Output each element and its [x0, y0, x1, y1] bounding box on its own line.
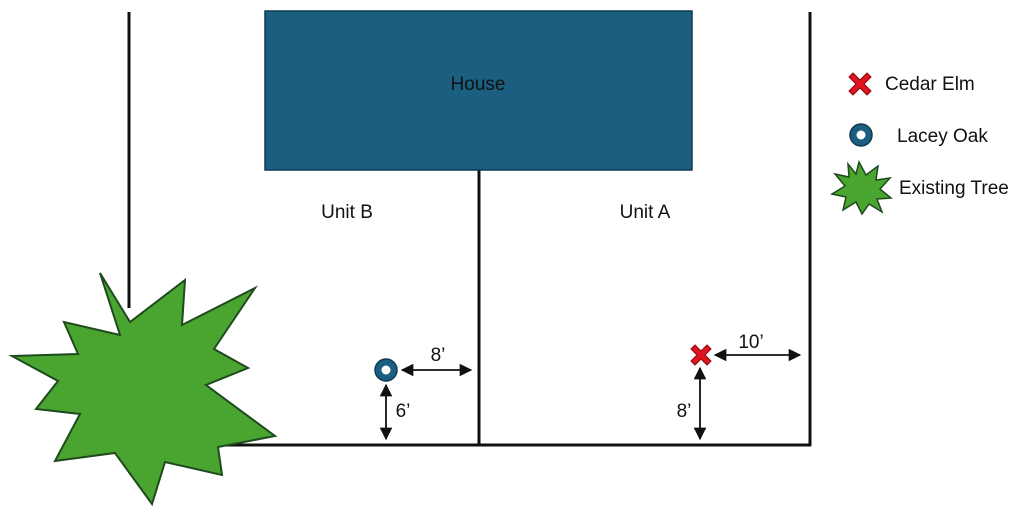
existing-tree-icon — [8, 272, 278, 507]
legend-lacey-oak-icon — [849, 123, 873, 147]
unit-a-label: Unit A — [620, 202, 671, 223]
cedar-elm-icon — [690, 344, 712, 366]
elm-to-bottom-label: 8’ — [677, 401, 692, 422]
legend-cedar-elm-label: Cedar Elm — [885, 74, 975, 95]
house-label: House — [451, 74, 506, 95]
house-block — [264, 10, 693, 171]
legend-existing-tree-icon — [830, 159, 893, 216]
oak-to-divider-label: 8’ — [431, 345, 446, 366]
unit-b-label: Unit B — [321, 202, 373, 223]
lacey-oak-icon — [374, 358, 398, 382]
legend-lacey-oak-label: Lacey Oak — [897, 126, 988, 147]
legend-cedar-elm-icon — [848, 72, 872, 96]
legend-existing-tree-label: Existing Tree — [899, 178, 1009, 199]
elm-to-right-label: 10’ — [738, 332, 763, 353]
oak-to-bottom-label: 6’ — [396, 401, 411, 422]
legend: Cedar Elm Lacey Oak Existing Tree — [830, 72, 1009, 216]
